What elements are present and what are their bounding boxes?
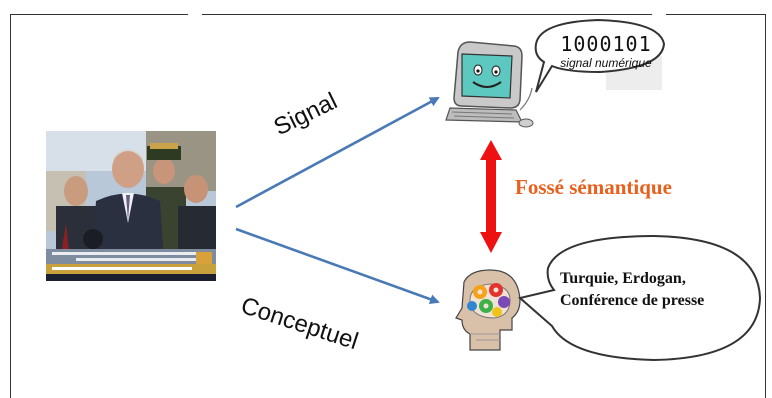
signal-arrow: [235, 96, 440, 209]
digital-bubble: [534, 18, 666, 93]
frame-gap: [188, 10, 202, 18]
concept-text: Turquie, Erdogan, Conférence de presse: [560, 268, 756, 312]
digital-signal-caption: signal numérique: [560, 56, 652, 70]
diagram-frame: [10, 14, 766, 398]
concept-line: Turquie, Erdogan,: [560, 270, 686, 287]
frame-gap: [652, 10, 666, 18]
semantic-gap-arrow: [480, 140, 502, 253]
concept-bubble: [517, 234, 762, 362]
concept-line: Conférence de presse: [560, 292, 705, 309]
computer-icon: [445, 41, 534, 128]
news-photo: [46, 131, 216, 281]
semantic-gap-label: Fossé sémantique: [515, 175, 672, 199]
head-gears-icon: [455, 269, 521, 351]
digital-signal-value: 1000101: [560, 32, 652, 56]
concept-arrow: [235, 227, 440, 304]
